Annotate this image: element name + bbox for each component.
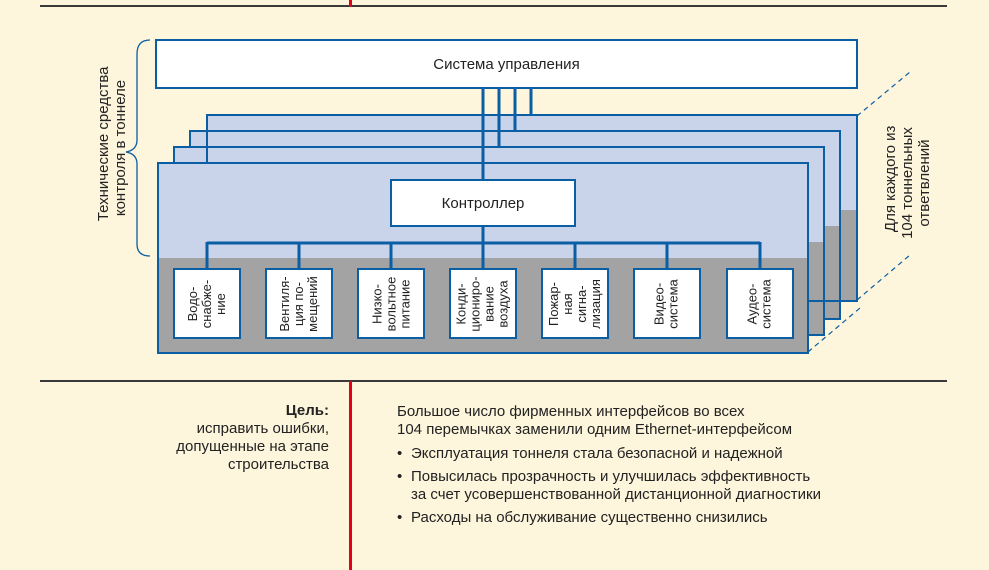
- bottom-divider: [40, 380, 947, 382]
- subsystem-label: Водо- снабже- ние: [185, 279, 228, 328]
- subsystem-label: Конди- циониро- вание воздуха: [453, 275, 511, 332]
- subsystem-video: Видео- система: [633, 268, 701, 339]
- list-item: Расходы на обслуживание существенно сниз…: [397, 509, 957, 527]
- subsystem-audio: Аудео- система: [726, 268, 794, 339]
- left-bracket: [125, 39, 151, 257]
- goal-label: Цель:: [285, 402, 329, 419]
- goal-text: исправить ошибки, допущенные на этапе ст…: [176, 420, 329, 473]
- description-block: Большое число фирменных интерфейсов во в…: [397, 403, 957, 532]
- controller-label: Контроллер: [441, 194, 525, 212]
- perspective-dashes: [807, 71, 911, 353]
- subsystem-low-voltage: Низко- вольтное питание: [357, 268, 425, 339]
- subsystem-fire-alarm: Пожар- ная сигна- лизация: [541, 268, 609, 339]
- connection-lines: [205, 89, 762, 269]
- management-system-label: Система управления: [433, 55, 580, 73]
- goal-block: Цель: исправить ошибки, допущенные на эт…: [176, 402, 329, 474]
- description-intro: Большое число фирменных интерфейсов во в…: [397, 403, 793, 438]
- subsystem-label: Низко- вольтное питание: [368, 276, 412, 331]
- subsystem-label: Пожар- ная сигна- лизация: [545, 278, 603, 329]
- subsystem-water-supply: Водо- снабже- ние: [173, 268, 241, 339]
- top-divider: [40, 5, 947, 7]
- left-bracket-label: Технические средства контроля в тоннеле: [95, 66, 129, 222]
- subsystem-ventilation: Вентиля- ция по- мещений: [265, 268, 333, 339]
- red-divider-top: [349, 0, 352, 7]
- subsystem-label: Вентиля- ция по- мещений: [277, 275, 320, 332]
- controller-box: Контроллер: [390, 179, 576, 227]
- list-item: Повысилась прозрачность и улучшилась эфф…: [397, 468, 957, 504]
- red-divider-bottom: [349, 381, 352, 570]
- subsystem-label: Видео- система: [652, 278, 681, 329]
- subsystem-label: Аудео- система: [745, 278, 774, 329]
- list-item: Эксплуатация тоннеля стала безопасной и …: [397, 445, 957, 463]
- subsystem-air-conditioning: Конди- циониро- вание воздуха: [449, 268, 517, 339]
- benefits-list: Эксплуатация тоннеля стала безопасной и …: [397, 445, 957, 527]
- management-system-box: Система управления: [155, 39, 858, 89]
- right-side-label: Для каждого из 104 тоннельных ответвлени…: [882, 125, 933, 239]
